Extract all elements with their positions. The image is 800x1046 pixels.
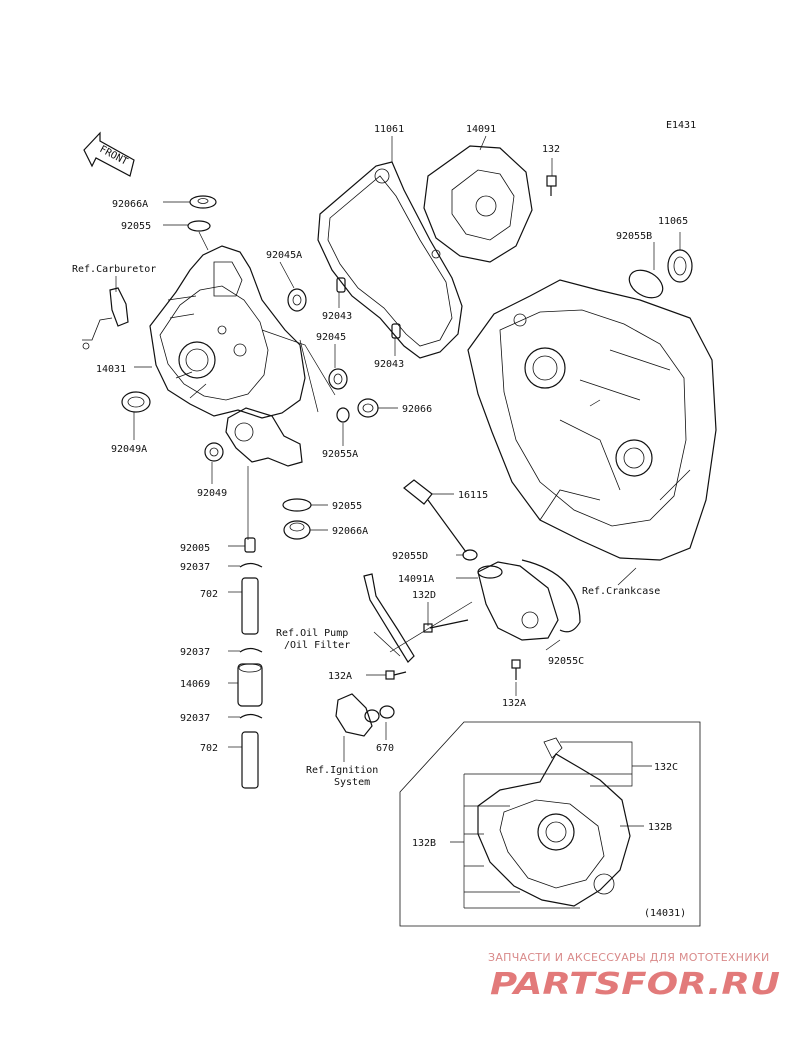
label-92005: 92005 — [180, 543, 210, 554]
label-ref-oil-pump-line2: /Oil Filter — [284, 640, 350, 651]
label-92066: 92066 — [402, 404, 432, 415]
leader-lines — [115, 135, 655, 762]
outer-cover-drawing — [385, 549, 581, 680]
label-92055A: 92055A — [322, 449, 358, 460]
label-14091A: 14091A — [398, 574, 434, 585]
label-ref-crankcase: Ref.Crankcase — [582, 586, 660, 597]
label-702-b: 702 — [200, 743, 218, 754]
label-92066A-mid: 92066A — [332, 526, 368, 537]
label-92055C: 92055C — [548, 656, 584, 667]
oil-pump-and-ignition-drawing — [335, 573, 473, 737]
label-11061: 11061 — [374, 124, 404, 135]
label-ref-carburetor: Ref.Carburetor — [72, 264, 156, 275]
label-ref-oil-pump-line1: Ref.Oil Pump — [276, 628, 348, 639]
label-92055D: 92055D — [392, 551, 428, 562]
label-92055B: 92055B — [616, 231, 652, 242]
label-92066A-top: 92066A — [112, 199, 148, 210]
watermark-brand-logo: PARTSFOR.RU — [490, 967, 780, 1002]
front-arrow-label: FRONT — [98, 144, 130, 168]
label-92043-b: 92043 — [374, 359, 404, 370]
label-92049A: 92049A — [111, 444, 147, 455]
label-ref-ignition-line1: Ref.Ignition — [306, 765, 378, 776]
label-92055-mid: 92055 — [332, 501, 362, 512]
label-14091: 14091 — [466, 124, 496, 135]
watermark-tagline: ЗАПЧАСТИ И АКСЕССУАРЫ ДЛЯ МОТОТЕХНИКИ — [488, 951, 770, 964]
inner-cover-plate-drawing — [423, 145, 533, 263]
gasket-drawing — [317, 161, 463, 359]
label-92037-c: 92037 — [180, 713, 210, 724]
label-132D: 132D — [412, 590, 436, 601]
label-92043-a: 92043 — [322, 311, 352, 322]
bolt-132-drawing — [546, 158, 557, 196]
label-132B-left: 132B — [412, 838, 436, 849]
label-132C: 132C — [654, 762, 678, 773]
label-92055-top: 92055 — [121, 221, 151, 232]
label-14031-inset: (14031) — [644, 908, 686, 919]
part-labels: 92066A 92055 Ref.Carburetor 14031 92049A… — [72, 124, 688, 919]
seal-11065-drawing — [628, 232, 693, 299]
diagram-id: E1431 — [666, 120, 696, 131]
label-ref-ignition-line2: System — [334, 777, 370, 788]
label-92045A: 92045A — [266, 250, 302, 261]
label-92049: 92049 — [197, 488, 227, 499]
label-132: 132 — [542, 144, 560, 155]
crankcase-drawing — [467, 279, 717, 561]
left-cover-drawing — [82, 195, 401, 789]
label-92037-b: 92037 — [180, 647, 210, 658]
inset-box — [399, 721, 701, 927]
label-92037-a: 92037 — [180, 562, 210, 573]
label-702-a: 702 — [200, 589, 218, 600]
label-14069: 14069 — [180, 679, 210, 690]
front-arrow-icon: FRONT — [83, 131, 135, 177]
label-132A-left: 132A — [328, 671, 352, 682]
label-11065: 11065 — [658, 216, 688, 227]
label-14031: 14031 — [96, 364, 126, 375]
label-670: 670 — [376, 743, 394, 754]
label-132B-right: 132B — [648, 822, 672, 833]
watermark: ЗАПЧАСТИ И АКСЕССУАРЫ ДЛЯ МОТОТЕХНИКИ PA… — [488, 951, 780, 1002]
label-132A-right: 132A — [502, 698, 526, 709]
label-92045: 92045 — [316, 332, 346, 343]
label-16115: 16115 — [458, 490, 488, 501]
dipstick-16115-drawing — [403, 479, 467, 553]
